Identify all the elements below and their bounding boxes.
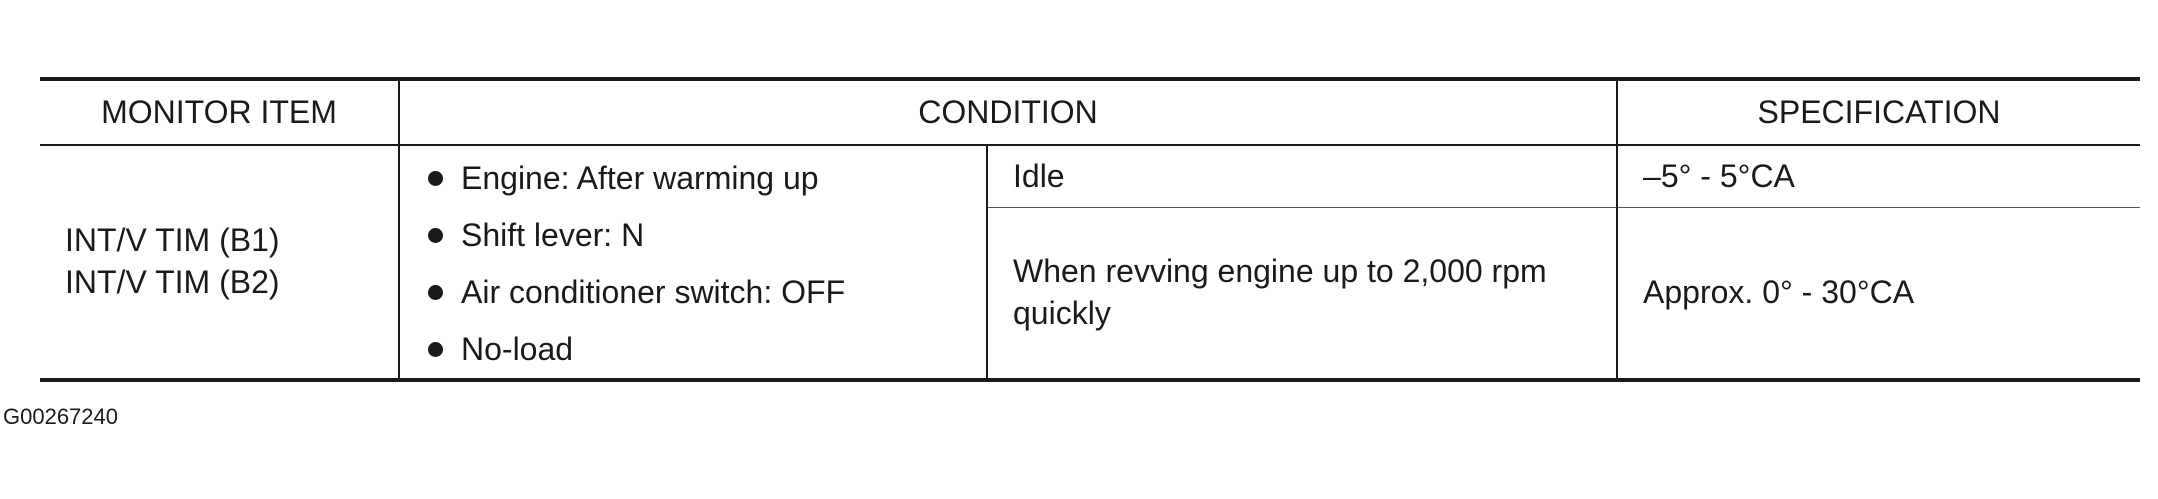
monitor-item-b2: INT/V TIM (B2) xyxy=(65,264,280,300)
state-revving-line1: When revving engine up to 2,000 rpm xyxy=(1013,253,1547,290)
monitor-item-b1: INT/V TIM (B1) xyxy=(65,222,280,259)
bullet-icon xyxy=(428,228,443,243)
monitor-spec-table: MONITOR ITEM CONDITION SPECIFICATION INT… xyxy=(40,77,2141,382)
monitor-item-cell: INT/V TIM (B1) INT/V TIM (B2) xyxy=(40,145,399,382)
spec-idle: –5° - 5°CA xyxy=(1616,145,2141,208)
list-item: Air conditioner switch: OFF xyxy=(428,264,986,321)
bullet-icon xyxy=(428,342,443,357)
table-row-revving: When revving engine up to 2,000 rpm quic… xyxy=(40,207,2141,382)
condition-text: Shift lever: N xyxy=(461,216,645,253)
bullet-icon xyxy=(428,285,443,300)
state-idle: Idle xyxy=(985,145,1618,208)
list-item: Shift lever: N xyxy=(428,207,986,264)
bullet-icon xyxy=(428,171,443,186)
condition-text: Engine: After warming up xyxy=(461,159,819,196)
header-monitor-item: MONITOR ITEM xyxy=(40,77,399,146)
header-row: MONITOR ITEM CONDITION SPECIFICATION xyxy=(40,77,2141,146)
condition-text: No-load xyxy=(461,330,574,367)
state-revving-line2: quickly xyxy=(1013,294,1111,331)
conditions-list: Engine: After warming up Shift lever: N … xyxy=(428,150,986,378)
list-item: Engine: After warming up xyxy=(428,150,986,207)
list-item: No-load xyxy=(428,321,986,378)
figure-id: G00267240 xyxy=(3,404,118,429)
header-condition: CONDITION xyxy=(397,77,1618,146)
spec-revving: Approx. 0° - 30°CA xyxy=(1616,207,2141,382)
table-row-idle: INT/V TIM (B1) INT/V TIM (B2) Engine: Af… xyxy=(40,145,2141,382)
conditions-cell: Engine: After warming up Shift lever: N … xyxy=(398,145,987,382)
spec-table-container: MONITOR ITEM CONDITION SPECIFICATION INT… xyxy=(40,77,2141,382)
condition-text: Air conditioner switch: OFF xyxy=(461,273,846,310)
header-specification: SPECIFICATION xyxy=(1616,77,2141,146)
state-revving: When revving engine up to 2,000 rpm quic… xyxy=(985,207,1618,382)
